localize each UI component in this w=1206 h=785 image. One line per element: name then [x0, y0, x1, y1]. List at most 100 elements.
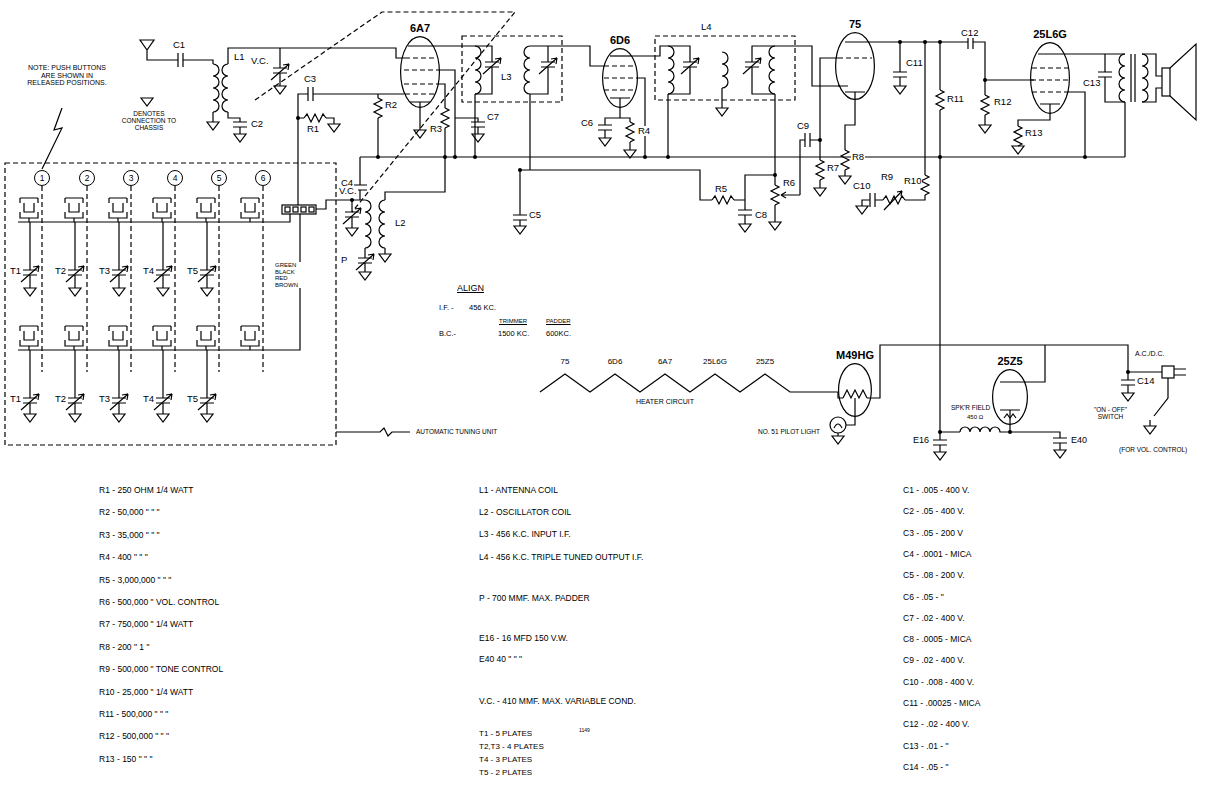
audio-circuit: [865, 42, 1034, 80]
tuning-unit: [157, 414, 169, 422]
audio-circuit: [894, 86, 906, 94]
align-table: I.F. -: [438, 304, 455, 312]
tuning-unit: [153, 198, 171, 222]
oscillator-circuit: [379, 254, 391, 262]
component-label: R1: [306, 124, 320, 134]
component-label: T5: [186, 266, 199, 276]
input-if-transformer: [530, 46, 604, 170]
tuning-unit: [201, 288, 213, 296]
heater-circuit: [830, 417, 846, 433]
component-label: C5: [528, 210, 542, 220]
power-supply: [940, 345, 1186, 458]
align-table: PADDER: [545, 318, 572, 325]
component-label: E40: [1070, 436, 1088, 446]
tuning-unit: [336, 428, 410, 436]
component-label: R10: [903, 176, 922, 186]
parts-list-row: C7 - .02 - 400 V.: [902, 614, 966, 623]
tube-envelope: [833, 32, 877, 100]
tuning-unit: [157, 288, 169, 296]
component-label: C7: [486, 112, 500, 122]
power-label: 450 Ω: [966, 414, 984, 421]
tuning-unit: [109, 326, 127, 350]
parts-list-row: C6 - .05 - ": [902, 593, 945, 602]
parts-list-row: R5 - 3,000,000 " " ": [98, 576, 172, 585]
component-label: V.C.: [250, 56, 270, 66]
junction-dot: [898, 40, 902, 44]
output-if-transformer: [722, 52, 728, 88]
audio-circuit: [856, 206, 868, 214]
tube-symbol: 6D6: [600, 32, 640, 108]
antenna-circuit: [212, 112, 213, 122]
converter-circuit: [410, 70, 455, 157]
oscillator-circuit: [346, 228, 358, 236]
audio-circuit: [870, 193, 875, 207]
component-label: R8: [851, 152, 865, 162]
junction-dot: [1008, 430, 1012, 434]
tuning-unit: [21, 394, 39, 410]
push-button: 2: [79, 170, 95, 186]
audio-circuit: [979, 125, 991, 133]
parts-list-row: T4 - 3 PLATES: [478, 756, 533, 765]
tube-envelope: [839, 364, 872, 417]
heater-label: 6A7: [657, 358, 673, 367]
component-label: T4: [142, 394, 155, 404]
parts-list-row: L2 - OSCILLATOR COIL: [478, 508, 572, 517]
converter-circuit: [414, 130, 426, 138]
tube-envelope: [398, 36, 442, 108]
tuning-unit: [153, 326, 171, 350]
power-supply: [1144, 426, 1156, 434]
note-leader: [42, 108, 62, 169]
junction-dot: [1126, 370, 1130, 374]
antenna-circuit: [234, 134, 246, 142]
junction-dot: [1083, 155, 1087, 159]
parts-list-row: R6 - 500,000 " VOL. CONTROL: [98, 598, 220, 607]
tuning-unit: [198, 394, 216, 410]
component-label: R9: [880, 172, 894, 182]
gang-link: [255, 12, 515, 212]
component-label: C13: [1082, 78, 1101, 88]
power-supply: [1162, 366, 1174, 378]
parts-list-row: C2 - .05 - 400 V.: [902, 507, 966, 516]
component-label: C9: [796, 121, 810, 131]
converter-circuit: [304, 114, 326, 122]
component-label: T5: [186, 394, 199, 404]
component-label: T2: [54, 266, 67, 276]
push-button: 1: [34, 170, 50, 186]
component-label: R3: [429, 124, 443, 134]
output-if-transformer: [716, 108, 728, 116]
detector-circuit: [781, 58, 838, 198]
audio-circuit: [884, 191, 902, 210]
power-supply: [1121, 380, 1135, 385]
converter-circuit: [374, 98, 382, 118]
component-label: T2: [54, 394, 67, 404]
parts-list-row: C3 - .05 - 200 V: [902, 529, 964, 538]
junction-dot: [518, 168, 522, 172]
tuning-unit: [24, 414, 36, 422]
component-label: C14: [1136, 376, 1155, 386]
detector-circuit: [838, 42, 865, 176]
wire-colors: GREEN BLACK RED BROWN: [274, 262, 308, 288]
component-label: P: [340, 255, 348, 265]
parts-list-row: C14 - .05 - ": [902, 763, 950, 772]
output-stage: [1125, 54, 1135, 157]
component-label: R6: [782, 178, 796, 188]
component-label: R11: [946, 94, 965, 104]
component-label: C3: [303, 74, 317, 84]
tuning-unit: [197, 198, 215, 222]
heater-circuit: [540, 374, 843, 398]
parts-list-row: L3 - 456 K.C. INPUT I.F.: [478, 530, 572, 539]
parts-list-row: R11 - 500,000 " " ": [98, 710, 169, 719]
parts-list-row: L1 - ANTENNA COIL: [478, 486, 559, 495]
detector-circuit: [771, 185, 779, 205]
avc-circuit: [520, 170, 712, 226]
drawing-number: 1149: [578, 728, 591, 734]
parts-list-row: V.C. - 410 MMF. MAX. VARIABLE COND.: [478, 697, 637, 706]
power-supply: [940, 427, 1010, 432]
audio-circuit: [933, 440, 947, 445]
component-label: C6: [580, 118, 594, 128]
tuning-unit: [5, 163, 410, 445]
avc-circuit: [513, 170, 712, 234]
component-label: E16: [912, 436, 930, 446]
parts-list-row: C9 - .02 - 400 V.: [902, 656, 966, 665]
parts-list-row: C8 - .0005 - MICA: [902, 635, 973, 644]
